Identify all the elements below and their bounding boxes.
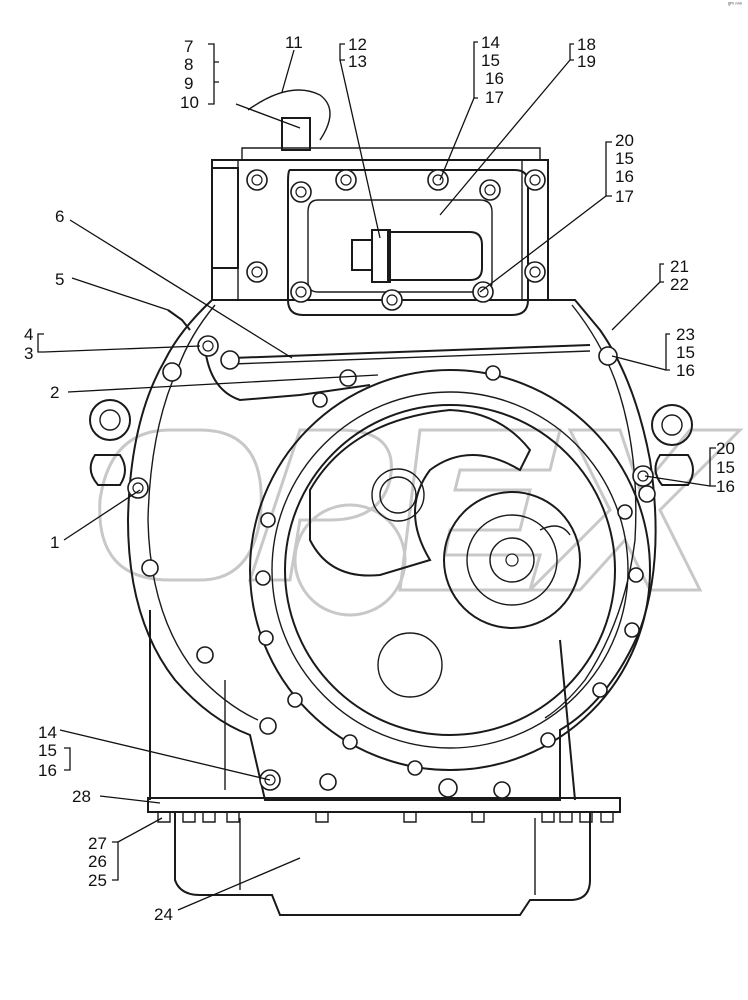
callout-11: 11 xyxy=(285,33,303,52)
callout-6: 6 xyxy=(55,207,64,226)
bolts xyxy=(127,169,656,799)
callout-12: 12 xyxy=(348,35,367,54)
flywheel-housing xyxy=(249,369,651,771)
callout-16c: 16 xyxy=(676,361,695,380)
callout-15e: 15 xyxy=(38,741,57,760)
callout-10: 10 xyxy=(180,93,199,112)
callout-14b: 14 xyxy=(38,723,57,742)
callout-1: 1 xyxy=(50,533,59,552)
transmission-housing xyxy=(89,89,694,916)
callout-16b: 16 xyxy=(615,167,634,186)
callout-9: 9 xyxy=(184,74,193,93)
callout-15c: 15 xyxy=(676,343,695,362)
callout-2: 2 xyxy=(50,383,59,402)
callout-18: 18 xyxy=(577,35,596,54)
callout-5: 5 xyxy=(55,270,64,289)
callout-16d: 16 xyxy=(716,477,735,496)
callout-7: 7 xyxy=(184,37,193,56)
leader-lines xyxy=(37,41,716,911)
callout-22: 22 xyxy=(670,275,689,294)
callout-15b: 15 xyxy=(615,149,634,168)
callout-27: 27 xyxy=(88,834,107,853)
callout-17b: 17 xyxy=(615,187,634,206)
callout-16e: 16 xyxy=(38,761,57,780)
callout-8: 8 xyxy=(184,55,193,74)
callout-23: 23 xyxy=(676,325,695,344)
callout-28: 28 xyxy=(72,787,91,806)
callout-20a: 20 xyxy=(615,131,634,150)
callout-labels: 7 8 9 10 11 12 13 14 15 16 17 18 19 20 1… xyxy=(24,33,735,924)
callout-16a: 16 xyxy=(485,69,504,88)
callout-24: 24 xyxy=(154,905,173,924)
corner-mark: ᵍᵐ ⁿⁿⁿ xyxy=(728,2,742,8)
watermark-logo xyxy=(98,428,744,617)
callout-4: 4 xyxy=(24,325,33,344)
callout-17a: 17 xyxy=(485,88,504,107)
callout-26: 26 xyxy=(88,852,107,871)
callout-25: 25 xyxy=(88,871,107,890)
callout-19: 19 xyxy=(577,52,596,71)
callout-15d: 15 xyxy=(716,458,735,477)
pipe-line xyxy=(204,344,591,402)
rail-bolts xyxy=(157,811,614,823)
callout-14a: 14 xyxy=(481,33,500,52)
callout-13: 13 xyxy=(348,52,367,71)
callout-3: 3 xyxy=(24,344,33,363)
callout-20b: 20 xyxy=(716,439,735,458)
callout-21: 21 xyxy=(670,257,689,276)
callout-15a: 15 xyxy=(481,51,500,70)
